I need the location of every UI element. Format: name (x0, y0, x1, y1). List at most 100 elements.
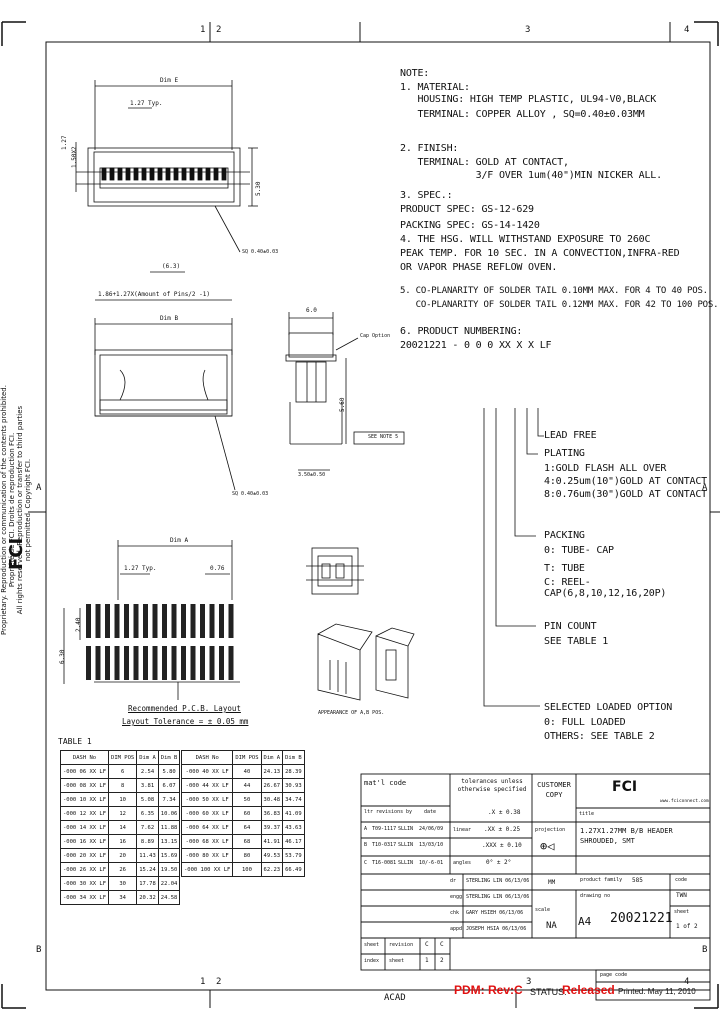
packing-c: C: REEL-CAP(6,8,10,12,16,20P) (544, 577, 667, 599)
label-dim-a: Dim A (170, 537, 189, 544)
note-5: 5. CO-PLANARITY OF SOLDER TAIL 0.10MM MA… (400, 286, 708, 296)
header-pin (197, 167, 203, 175)
cell-dim-a: 3.81 (136, 778, 159, 793)
tb-sheet-row-1: revision (389, 942, 414, 948)
tb-tol-xx: .XX ± 0.25 (484, 826, 521, 833)
tb-date: date (424, 809, 437, 815)
header-pin (181, 167, 187, 175)
tb-code-label: code (675, 877, 688, 883)
label-150x2: 1.50X2 (71, 146, 78, 168)
note-1a: HOUSING: HIGH TEMP PLASTIC, UL94-V0,BLAC… (400, 94, 657, 105)
pcb-pad (162, 604, 167, 638)
tb-tolerances: tolerances unless otherwise specified (457, 778, 527, 793)
zone-left-a: A (36, 483, 42, 493)
cell-dim-a: 15.24 (136, 862, 159, 877)
pcb-pad (200, 604, 205, 638)
pcb-pad (133, 646, 139, 680)
cell-dim-b: 34.74 (282, 792, 305, 807)
cell-dim-b: 28.39 (282, 764, 305, 779)
numbering-block: LEAD FREE PLATING 1:GOLD FLASH ALL OVER … (544, 430, 709, 511)
tb-rev-b-date: 13/03/10 (419, 842, 444, 848)
cell-dim-a: 41.91 (260, 834, 284, 849)
pin-count-ref: SEE TABLE 1 (544, 636, 609, 647)
cell-pos: 16 (108, 834, 138, 849)
hdr-dim-b: Dim B (157, 750, 181, 765)
cell-dash: -000 16 XX LF (59, 834, 110, 849)
side-logo: FCI (6, 530, 46, 570)
table1-title: TABLE 1 (58, 737, 92, 746)
pcb-pad (181, 646, 186, 680)
tb-units: MM (548, 879, 556, 886)
note-3: 3. SPEC.: (400, 190, 453, 201)
hdr-dim-a: Dim A (136, 750, 159, 765)
cell-dim-b: 15.69 (157, 848, 181, 863)
tb-rev-c-no: T16-0081 (372, 860, 397, 866)
header-pin (189, 167, 195, 175)
label-pitch-pcb: 1.27 Typ. (124, 565, 157, 572)
footer-page-code: page code (600, 972, 628, 978)
header-pin (101, 167, 107, 175)
header-pin (125, 167, 131, 175)
selected-0: 0: FULL LOADED (544, 717, 626, 728)
label-see-note: SEE NOTE 5 (368, 434, 399, 440)
pcb-pad (114, 646, 120, 680)
header-pin (205, 173, 211, 181)
cell-dash: -000 06 XX LF (59, 764, 110, 779)
cell-pos: 10 (108, 792, 138, 807)
cell-pos: 20 (108, 848, 138, 863)
tb-rev-a-by: SLLIN (398, 826, 414, 832)
pcb-pad (133, 604, 139, 638)
header-pin (109, 173, 115, 181)
tb-rev-a-ltr: A (364, 826, 368, 832)
pcb-layout-tolerance: Layout Tolerance = ± 0.05 mm (122, 717, 249, 726)
note-1: 1. MATERIAL: (400, 82, 470, 93)
cell-dim-b: 5.80 (157, 764, 181, 779)
table1-left: DASH No DIM POS Dim A Dim B -000 06 XX L… (59, 750, 181, 905)
pcb-pad (219, 646, 224, 680)
cell-dash: -000 12 XX LF (59, 806, 110, 821)
tb-rev-c-ltr: C (364, 860, 368, 866)
tb-title: 1.27X1.27MM B/B HEADER SHROUDED, SMT (580, 827, 673, 845)
tb-chk: chk (450, 910, 460, 916)
packing-0: 0: TUBE- CAP (544, 545, 614, 556)
zone-left-b: B (36, 945, 42, 955)
zone-top-3: 3 (525, 25, 531, 35)
cell-dim-b: 66.49 (282, 862, 305, 877)
cell-dash: -000 40 XX LF (180, 764, 234, 779)
footer-printed: Printed: May 11, 2010 (618, 987, 696, 996)
cell-dash: -000 80 XX LF (180, 848, 234, 863)
footer-status-value: Released (562, 983, 615, 997)
cell-pos: 80 (232, 848, 262, 863)
cell-dim-b: 6.07 (157, 778, 181, 793)
label-formula: 1.86+1.27X(Amount of Pins/2 -1) (98, 291, 210, 298)
cell-pos: 60 (232, 806, 262, 821)
tb-by: by (406, 809, 413, 815)
cell-pos: 34 (108, 890, 138, 905)
tb-rev-a-date: 24/06/09 (419, 826, 444, 832)
tb-sheet-row-3: C (440, 941, 444, 948)
tb-approver: JOSEPH HSIA 06/13/06 (466, 926, 527, 932)
cell-dim-b: 53.79 (282, 848, 305, 863)
zone-right-a: A (702, 483, 708, 493)
cell-dim-b: 19.50 (157, 862, 181, 877)
cell-dash: -000 34 XX LF (59, 890, 110, 905)
tb-scale-label: scale (535, 907, 551, 913)
pcb-pad (209, 604, 215, 638)
tb-sheet-label: sheet (674, 909, 690, 915)
header-pin (213, 173, 219, 181)
cell-dim-b: 24.58 (157, 890, 181, 905)
cell-pos: 12 (108, 806, 138, 821)
label-350: 3.50±0.50 (298, 472, 326, 478)
tb-tol-x: .X ± 0.38 (488, 809, 521, 816)
tb-angle: 0° ± 2° (486, 859, 512, 866)
tb-sheet: 1 of 2 (676, 923, 698, 930)
cell-dim-a: 8.89 (136, 834, 159, 849)
pcb-pad (228, 646, 234, 680)
